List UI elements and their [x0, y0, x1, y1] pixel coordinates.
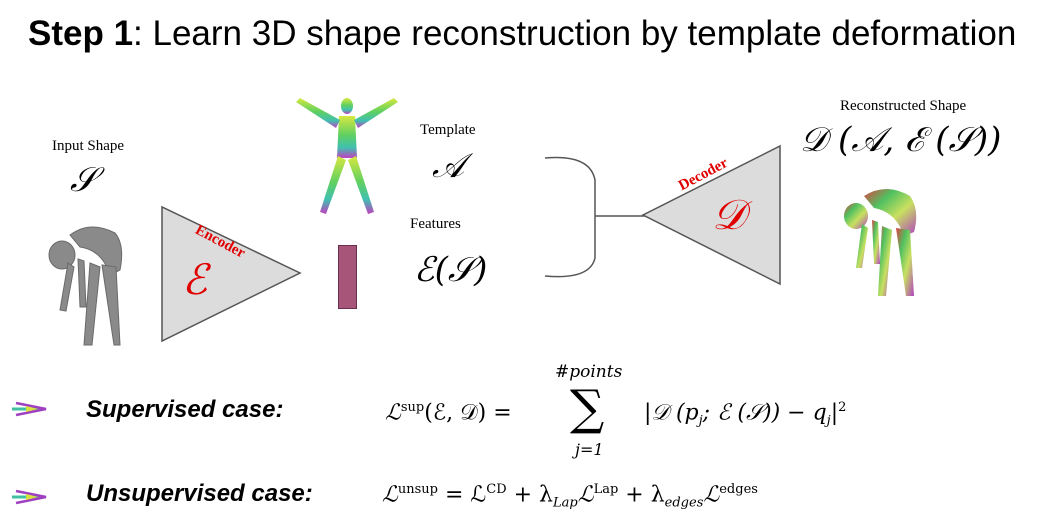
title-text: : Learn 3D shape reconstruction by templ…: [133, 14, 1017, 53]
input-shape-label: Input Shape: [52, 138, 125, 154]
features-symbol: ℰ(𝒮): [414, 250, 488, 290]
supervised-sum-bottom: j=1: [575, 440, 604, 459]
unsupervised-loss-formula: ℒunsup = ℒCD + λLapℒLap + λedgesℒedges: [382, 482, 758, 511]
template-figure: [296, 98, 398, 214]
supervised-case-title: Supervised case:: [86, 396, 284, 423]
encoder-block: [161, 205, 302, 343]
input-shape-symbol: 𝒮: [70, 160, 97, 200]
input-shape-figure: [48, 226, 123, 346]
reconstructed-label: Reconstructed Shape: [840, 98, 967, 114]
reconstructed-figure: [844, 189, 917, 296]
page-title: Step 1: Learn 3D shape reconstruction by…: [28, 14, 1028, 54]
template-symbol: 𝒜: [432, 146, 465, 186]
supervised-sum-sign: ∑: [570, 380, 605, 436]
arrow-icon-supervised: [12, 401, 47, 417]
encoder-symbol: ℰ: [182, 255, 208, 304]
supervised-sum-top: #points: [555, 362, 623, 382]
feature-vector-bar: [338, 245, 357, 309]
supervised-loss-lhs: ℒsup(ℰ, 𝒟) =: [385, 400, 512, 426]
arrow-icon-unsupervised: [12, 489, 47, 505]
unsupervised-case-title: Unsupervised case:: [86, 480, 313, 507]
merge-bracket: [544, 156, 645, 278]
template-label: Template: [420, 122, 476, 138]
title-step: Step 1: [28, 14, 134, 53]
decoder-block: [641, 144, 781, 286]
features-label: Features: [410, 216, 461, 232]
reconstructed-symbol: 𝒟 (𝒜, ℰ (𝒮)): [800, 120, 1002, 160]
decoder-symbol: 𝒟: [712, 190, 746, 239]
supervised-loss-rhs: |𝒟 (pj; ℰ (𝒮)) − qj|2: [644, 400, 847, 429]
